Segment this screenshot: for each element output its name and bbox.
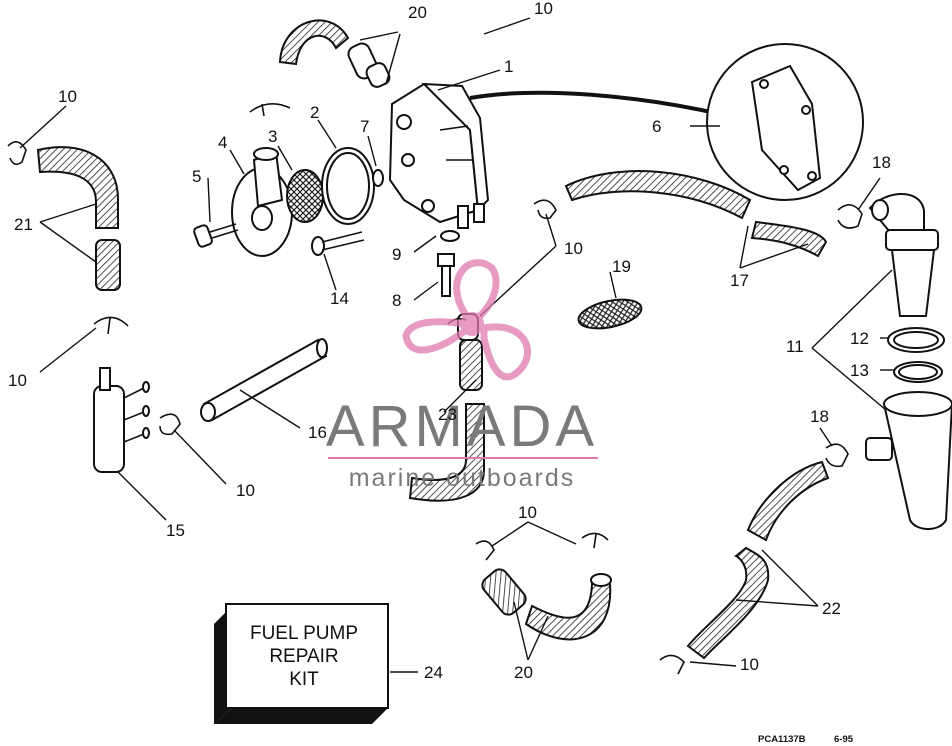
kit-text-line3: KIT (289, 669, 319, 690)
callout-10-center: 10 (564, 239, 583, 258)
o-ring-12-inner (893, 331, 939, 349)
filter-cap-11 (868, 193, 939, 317)
callout-20-top: 20 (408, 3, 427, 22)
watermark-brand: ARMADA (326, 394, 598, 459)
callout-4: 4 (218, 133, 227, 152)
hose-20-top (278, 19, 391, 88)
o-ring-9 (440, 230, 460, 242)
callout-5: 5 (192, 167, 201, 186)
callout-11: 11 (786, 337, 804, 356)
clip-17 (533, 199, 557, 220)
callout-10-left-bottom: 10 (8, 371, 27, 390)
repair-kit-box (214, 603, 389, 724)
callout-16: 16 (308, 423, 327, 442)
callout-6: 6 (652, 117, 661, 136)
callout-10-left-top: 10 (58, 87, 77, 106)
callout-10-bottom: 10 (518, 503, 537, 522)
callout-18-bottom: 18 (810, 407, 829, 426)
callout-17: 17 (730, 271, 749, 290)
callout-18-top: 18 (872, 153, 891, 172)
clip-22 (659, 654, 685, 675)
filter-screen-19 (577, 298, 643, 330)
callout-13: 13 (850, 361, 869, 380)
callout-15: 15 (166, 521, 185, 540)
callout-2: 2 (310, 103, 319, 122)
clamp-18-bottom (825, 443, 849, 468)
tube-16 (200, 338, 328, 422)
gasket-ring-2-inner (326, 152, 370, 220)
callout-8: 8 (392, 291, 401, 310)
date-code: 6-95 (834, 734, 854, 745)
callout-19: 19 (612, 257, 631, 276)
pump-line-to-detail (469, 90, 721, 116)
callout-21: 21 (14, 215, 33, 234)
clip-21-top (7, 141, 27, 166)
clip-21-bottom (93, 316, 129, 335)
hose-20-bottom (481, 568, 612, 641)
hose-22 (686, 460, 830, 660)
clip-15 (159, 413, 181, 436)
watermark-subtitle: marine outboards (349, 464, 576, 492)
clip-20-right (581, 532, 609, 549)
screw-5 (193, 223, 239, 248)
callout-labels: 1 2 3 4 5 6 7 8 9 10 10 10 10 10 10 10 1… (8, 0, 891, 682)
o-ring-13-inner (898, 364, 938, 380)
callout-23: 23 (438, 405, 457, 424)
callout-10-bottom-right: 10 (740, 655, 759, 674)
callout-22: 22 (822, 599, 841, 618)
callout-3: 3 (268, 127, 277, 146)
hose-17 (564, 170, 828, 258)
o-ring-7 (372, 169, 384, 187)
filter-screen-3 (286, 169, 324, 223)
hose-21 (36, 146, 121, 291)
callout-1: 1 (504, 57, 513, 76)
leader-lines (19, 17, 894, 673)
callout-10-mid-left: 10 (236, 481, 255, 500)
callout-10-top: 10 (534, 0, 553, 18)
kit-text-line2: REPAIR (269, 646, 338, 667)
fuel-pump-body (388, 82, 490, 229)
callout-7: 7 (360, 117, 369, 136)
clip-top-left (249, 103, 291, 117)
fitting-8 (437, 253, 455, 297)
filter-bowl (865, 391, 952, 530)
primer-valve-15 (93, 367, 150, 473)
armada-propeller-logo (402, 259, 532, 381)
callout-14: 14 (330, 289, 349, 308)
drawing-code: PCA1137B (758, 734, 806, 745)
kit-text-line1: FUEL PUMP (250, 623, 358, 644)
clip-20-left (475, 540, 495, 561)
callout-9: 9 (392, 245, 401, 264)
callout-20-bottom: 20 (514, 663, 533, 682)
callout-24: 24 (424, 663, 443, 682)
screw-14 (311, 231, 365, 256)
callout-12: 12 (850, 329, 869, 348)
pump-cover (231, 147, 293, 257)
gasket-detail-circle (706, 43, 864, 201)
clamp-18-top (837, 204, 863, 229)
